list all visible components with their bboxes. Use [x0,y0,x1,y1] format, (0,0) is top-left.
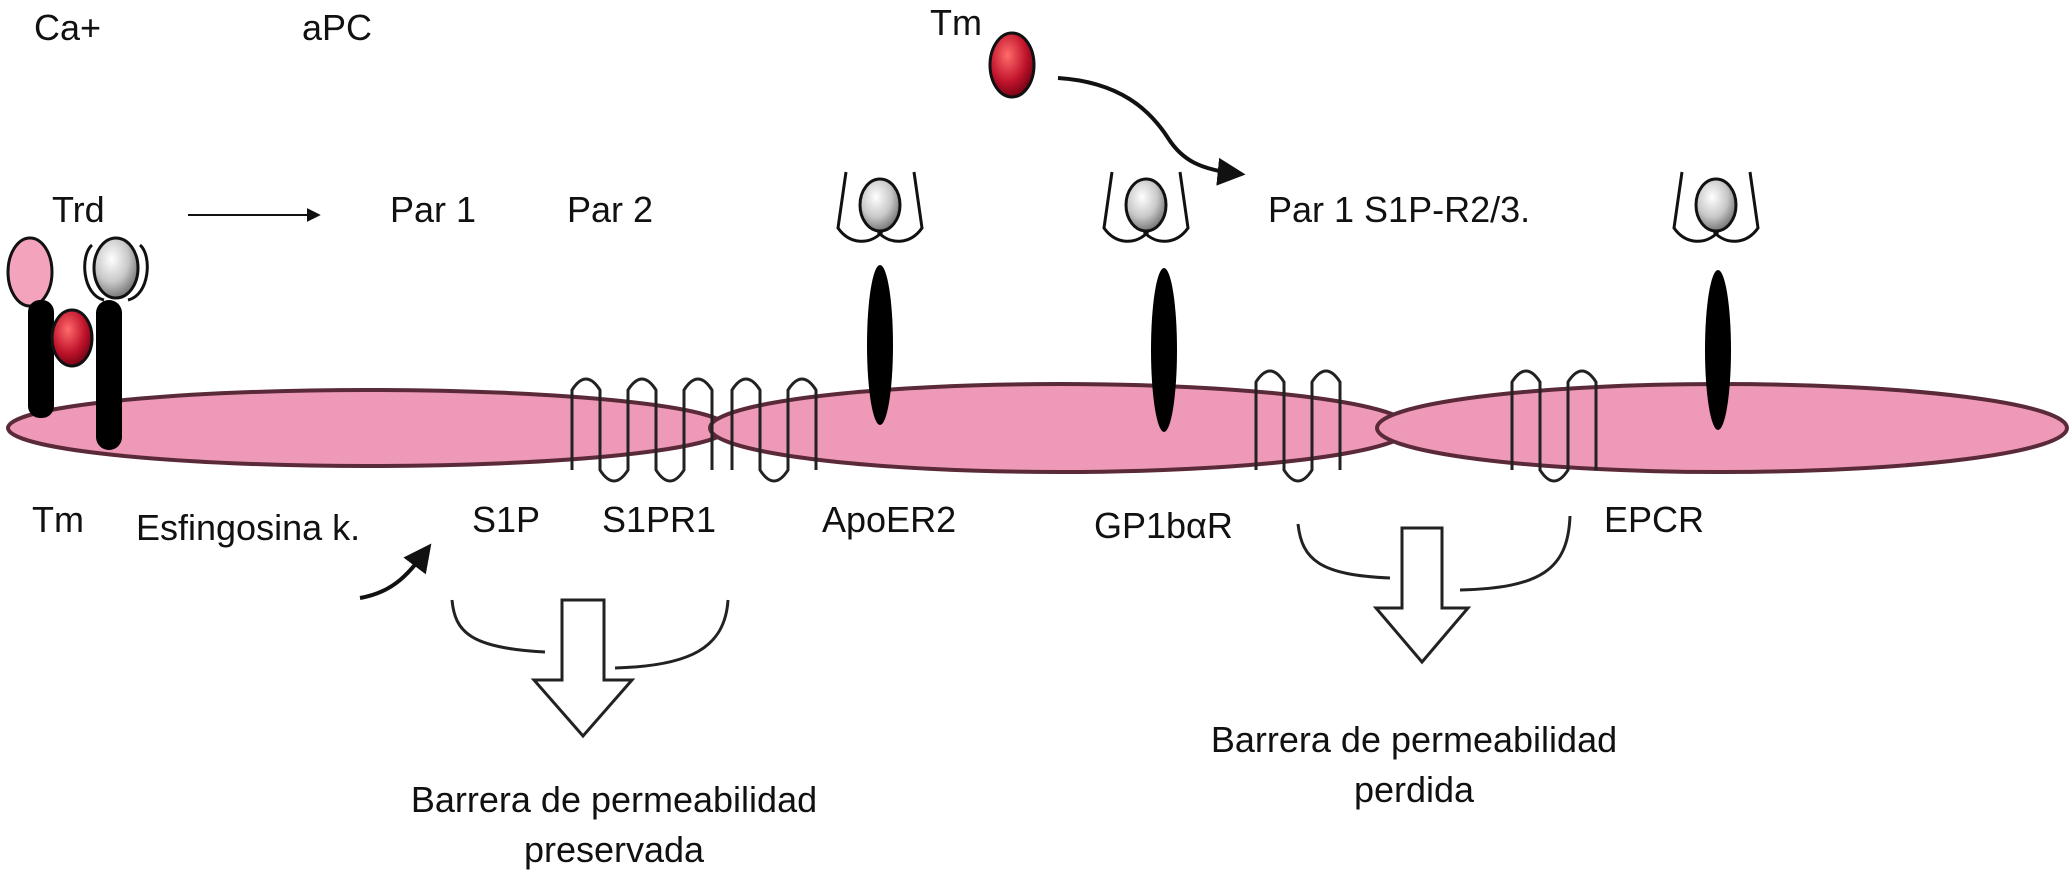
outcome-lost-line1: Barrera de permeabilidad [1211,719,1617,760]
label-apoer2: ApoER2 [822,499,956,540]
bracket-left [450,599,546,654]
arrows [188,76,1246,600]
label-trd: Trd [52,189,105,230]
receptor-arms [83,243,149,302]
label-esfingosina: Esfingosina k. [136,507,360,548]
outcome-preserved-line1: Barrera de permeabilidad [411,779,817,820]
label-gp1bar: GP1bαR [1094,505,1233,546]
receptor-apoer2 [836,171,924,425]
receptor-stalk [1151,268,1177,432]
serpentine-receptor-par [570,377,714,483]
pink-ligand-icon [6,236,54,308]
thrombin-icon [50,308,94,368]
thrombomodulin-complex [6,236,149,450]
outcome-lost-line2: perdida [1354,769,1475,810]
tm-to-receptor-arrow [1057,76,1246,186]
bracket-left [1296,523,1391,580]
sphingosine-kinase-arrow [359,543,432,600]
preserved-barrier-signal [450,598,730,739]
tm-stalk-left [28,300,54,418]
receptor-stalk [867,265,893,425]
bracket-right [1459,515,1572,592]
label-ca: Ca+ [34,7,101,48]
label-tm-top: Tm [930,2,982,43]
label-par1: Par 1 [390,189,476,230]
serpentine-receptor-par1-right [1510,369,1598,483]
silver-ligand-icon [1694,177,1738,233]
receptor-arms [1102,171,1190,243]
silver-ligand-icon [1124,177,1168,233]
label-par1-s1p: Par 1 S1P-R2/3. [1268,189,1530,230]
label-par2: Par 2 [567,189,653,230]
label-apc: aPC [302,7,372,48]
label-s1p: S1P [472,499,540,540]
bracket-right [614,599,730,670]
down-arrow-lost [1372,526,1472,665]
silver-ligand-icon [92,236,140,300]
label-tm-bottom: Tm [32,499,84,540]
label-s1pr1: S1PR1 [602,499,716,540]
receptor-stalk [1705,270,1731,430]
receptor-arms [1672,171,1760,243]
serpentine-receptor-s1pr1 [730,377,818,483]
membrane-receptors [836,171,1760,432]
serpentine-receptors [570,369,1598,483]
lost-barrier-signal [1296,515,1572,665]
down-arrow-preserved [530,598,636,739]
receptor-arms [836,171,924,243]
outcome-preserved-line2: preservada [524,829,705,870]
labels: Ca+ aPC Tm Trd Par 1 Par 2 Par 1 S1P-R2/… [32,2,1704,870]
serpentine-receptor-par1-left [1254,369,1342,483]
silver-ligand-icon [858,177,902,233]
receptor-epcr [1672,171,1760,430]
label-epcr: EPCR [1604,499,1704,540]
endothelial-cells [6,382,2069,474]
tm-stalk-right [96,300,122,450]
tm-free-icon [988,31,1036,99]
receptor-gp1bar [1102,171,1190,432]
